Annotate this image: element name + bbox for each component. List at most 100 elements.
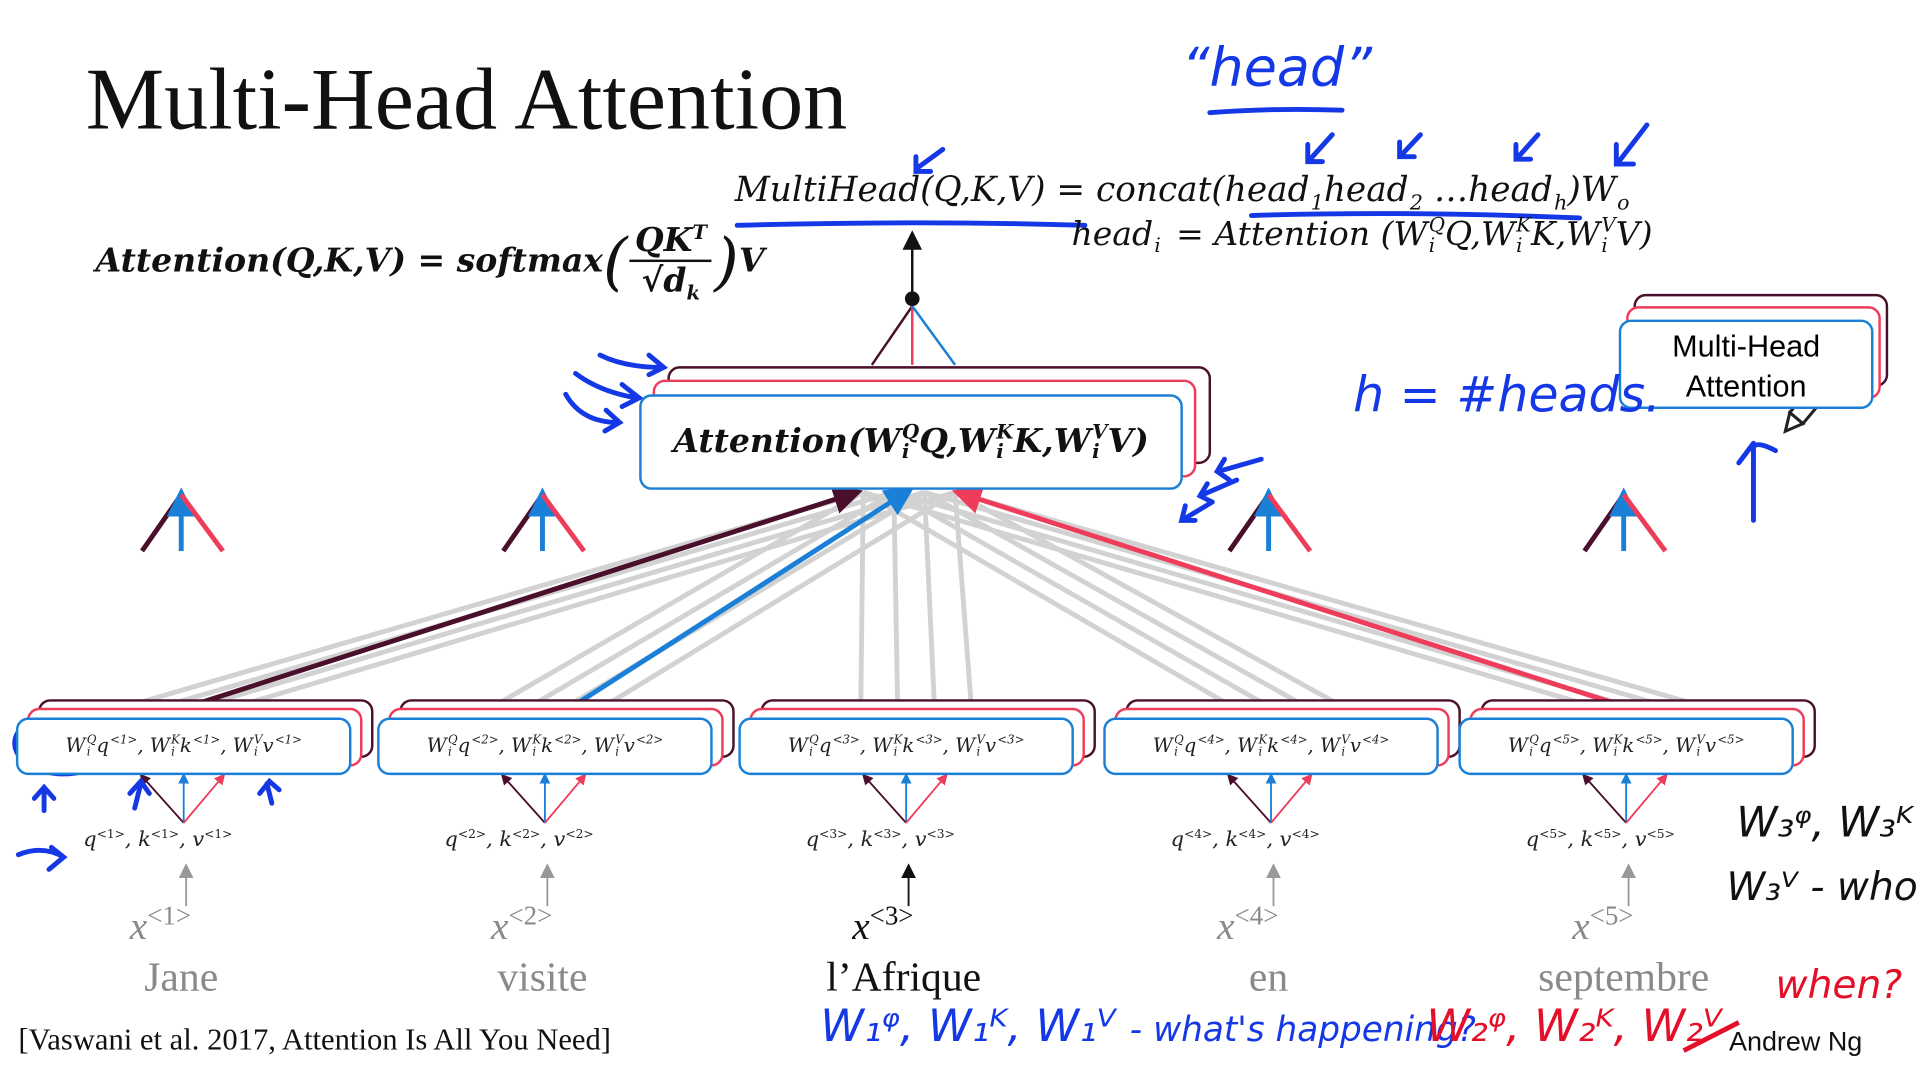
superscript: <3> — [915, 733, 943, 748]
q-label: q — [805, 827, 820, 853]
x-symbol: x — [1217, 903, 1235, 948]
attention-gray-line — [247, 489, 956, 706]
k-index: <5> — [1593, 828, 1622, 842]
subscript: i — [901, 439, 910, 464]
input-word: Jane — [144, 955, 219, 1001]
superscript: V — [976, 733, 985, 748]
subscript: i — [976, 745, 981, 760]
x-index: <2> — [508, 900, 553, 931]
superscript: K — [1613, 733, 1623, 748]
fraction-numerator: QK — [634, 221, 693, 260]
superscript: <3> — [997, 733, 1025, 748]
input-x: x<4> — [1217, 900, 1278, 949]
formula-script: x1 — [1311, 171, 1324, 212]
highlight-line-blue — [555, 486, 915, 719]
author-credit: Andrew Ng — [1728, 1026, 1863, 1057]
superscript: K — [1258, 733, 1268, 748]
w1-note: W₁ᵠ, W₁ᴷ, W₁ⱽ - what's happening? — [820, 1002, 1475, 1052]
formula-text: , W — [498, 734, 532, 758]
q-index: <4> — [1183, 828, 1213, 842]
attention-gray-line — [862, 490, 1227, 705]
formula-text: k — [902, 734, 915, 758]
input-word: en — [1248, 955, 1289, 1001]
v-label: , v — [179, 827, 205, 853]
k-label: , k — [1567, 827, 1594, 853]
formula-text: q — [818, 734, 832, 758]
formula-script: x2 — [1410, 171, 1423, 212]
formula-script: <5>x — [1553, 735, 1580, 758]
v-index: <4> — [1291, 828, 1320, 842]
superscript: Q — [86, 733, 97, 748]
formula-text: v — [984, 734, 997, 758]
x-index: <1> — [147, 900, 192, 931]
arrow-line — [1270, 773, 1313, 824]
superscript: <4> — [1362, 733, 1390, 748]
formula-text: v — [1349, 734, 1361, 758]
attention-lhs: Attention(Q,K,V) = softmax — [95, 242, 603, 281]
v-index: <5> — [1646, 828, 1675, 842]
subscript: 2 — [1409, 189, 1423, 214]
formula-text: k — [541, 734, 554, 758]
formula-script: <2>x — [554, 735, 581, 758]
subscript: i — [1174, 745, 1178, 760]
formula-script: <2>x — [471, 735, 498, 758]
superscript: K — [1516, 213, 1531, 237]
superscript: K — [171, 733, 180, 748]
x-symbol: x — [852, 903, 870, 948]
q-index: <3> — [819, 828, 848, 842]
formula-text: Attention(W — [673, 422, 901, 460]
w1-question: - what's happening? — [1129, 1008, 1476, 1050]
v-label: , v — [1266, 827, 1292, 853]
superscript: K — [893, 733, 903, 748]
highlight-line-red — [951, 485, 1630, 711]
subscript: i — [1613, 745, 1618, 760]
arrow-line — [862, 773, 907, 824]
q-label: q — [83, 827, 97, 853]
formula-text: MultiHead(Q,K,V) — [734, 168, 1046, 210]
formula-script: <3>x — [997, 735, 1024, 758]
qkv-vectors: q<5>, k<5>, v<5> — [1526, 828, 1675, 852]
formula-text: , W — [1662, 734, 1696, 758]
k-label: , k — [124, 827, 151, 853]
multi-head-attention-block: Multi-Head Attention — [1618, 319, 1874, 409]
k-index: <2> — [511, 828, 541, 842]
attention-gray-lines — [137, 489, 1692, 706]
subscript: i — [1516, 233, 1523, 257]
superscript: Q — [1529, 733, 1539, 748]
superscript: <3> — [832, 733, 860, 748]
highlight-line-dark — [195, 485, 863, 707]
formula-script: xh — [1554, 171, 1567, 212]
formula-script: <3>x — [915, 735, 942, 758]
formula-text: , W — [942, 734, 976, 758]
attention-gray-line — [535, 490, 896, 705]
q-index: <2> — [457, 828, 487, 842]
superscript: <4> — [1197, 733, 1225, 748]
input-word: septembre — [1538, 955, 1710, 1001]
arrow-line — [905, 773, 948, 824]
subscript: 1 — [1310, 189, 1324, 214]
formula-script: <4>x — [1280, 735, 1307, 758]
x-index: <3> — [869, 900, 914, 931]
formula-text: W — [1507, 734, 1528, 758]
input-x: x<1> — [130, 900, 191, 949]
superscript: V — [254, 733, 263, 748]
formula-text: , W — [1579, 734, 1613, 758]
formula-text: K,W — [1530, 215, 1601, 254]
formula-script: <4>x — [1198, 735, 1225, 758]
superscript: <2> — [636, 733, 664, 748]
transpose-sup: T — [692, 220, 707, 244]
q-index: <1> — [96, 828, 125, 842]
